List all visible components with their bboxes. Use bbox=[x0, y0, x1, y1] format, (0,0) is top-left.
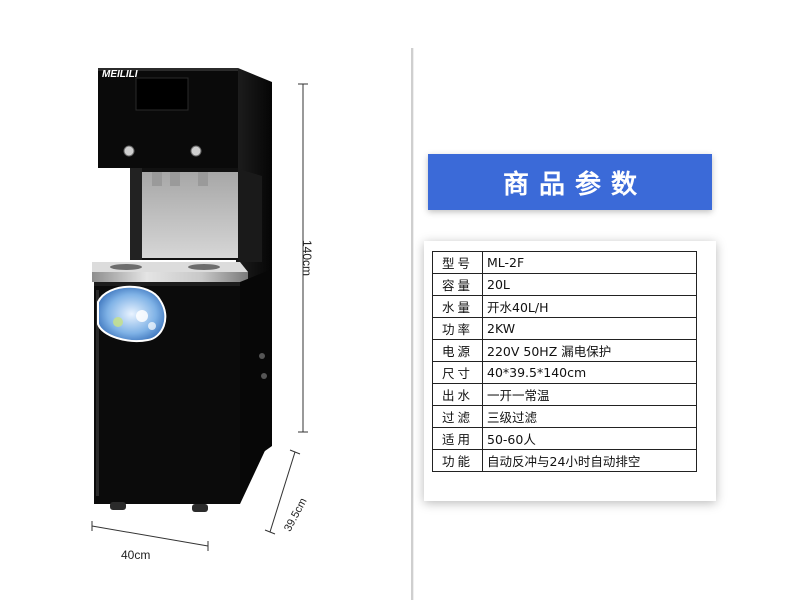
spec-value: 40*39.5*140cm bbox=[482, 361, 697, 384]
spec-key: 容量 bbox=[432, 273, 483, 296]
spec-key: 型号 bbox=[432, 251, 483, 274]
vertical-divider bbox=[411, 48, 414, 600]
water-dispenser-illustration bbox=[91, 68, 308, 551]
table-row: 电源 220V 50HZ 漏电保护 bbox=[432, 339, 697, 362]
spec-value: 一开一常温 bbox=[482, 383, 697, 406]
table-row: 出水 一开一常温 bbox=[432, 383, 697, 406]
table-row: 功能 自动反冲与24小时自动排空 bbox=[432, 449, 697, 472]
spec-key: 功率 bbox=[432, 317, 483, 340]
spec-value: 三级过滤 bbox=[482, 405, 697, 428]
spec-value: 50-60人 bbox=[482, 427, 697, 450]
product-image: MEILILI 140cm 39.5cm 40cm bbox=[91, 68, 314, 562]
spec-value: 20L bbox=[482, 273, 697, 296]
spec-key: 电源 bbox=[432, 339, 483, 362]
spec-key: 出水 bbox=[432, 383, 483, 406]
table-row: 容量 20L bbox=[432, 273, 697, 296]
spec-table: 型号 ML-2F 容量 20L 水量 开水40L/H 功率 2KW 电源 220… bbox=[432, 251, 697, 472]
table-row: 功率 2KW bbox=[432, 317, 697, 340]
spec-card: 型号 ML-2F 容量 20L 水量 开水40L/H 功率 2KW 电源 220… bbox=[424, 241, 716, 501]
table-row: 水量 开水40L/H bbox=[432, 295, 697, 318]
spec-value: 自动反冲与24小时自动排空 bbox=[482, 449, 697, 472]
table-row: 适用 50-60人 bbox=[432, 427, 697, 450]
spec-value: 2KW bbox=[482, 317, 697, 340]
height-dimension-label: 140cm bbox=[300, 240, 314, 277]
section-title: 商品参数 bbox=[502, 169, 647, 200]
spec-value: 220V 50HZ 漏电保护 bbox=[482, 339, 697, 362]
spec-key: 水量 bbox=[432, 295, 483, 318]
spec-key: 适用 bbox=[432, 427, 483, 450]
table-row: 型号 ML-2F bbox=[432, 251, 697, 274]
spec-key: 尺寸 bbox=[432, 361, 483, 384]
table-row: 尺寸 40*39.5*140cm bbox=[432, 361, 697, 384]
spec-value: ML-2F bbox=[482, 251, 697, 274]
title-banner: 商品参数 bbox=[428, 154, 712, 210]
spec-key: 功能 bbox=[432, 449, 483, 472]
brand-logo: MEILILI bbox=[102, 69, 138, 80]
table-row: 过滤 三级过滤 bbox=[432, 405, 697, 428]
spec-value: 开水40L/H bbox=[482, 295, 697, 318]
width-dimension-label: 40cm bbox=[121, 548, 151, 562]
spec-key: 过滤 bbox=[432, 405, 483, 428]
